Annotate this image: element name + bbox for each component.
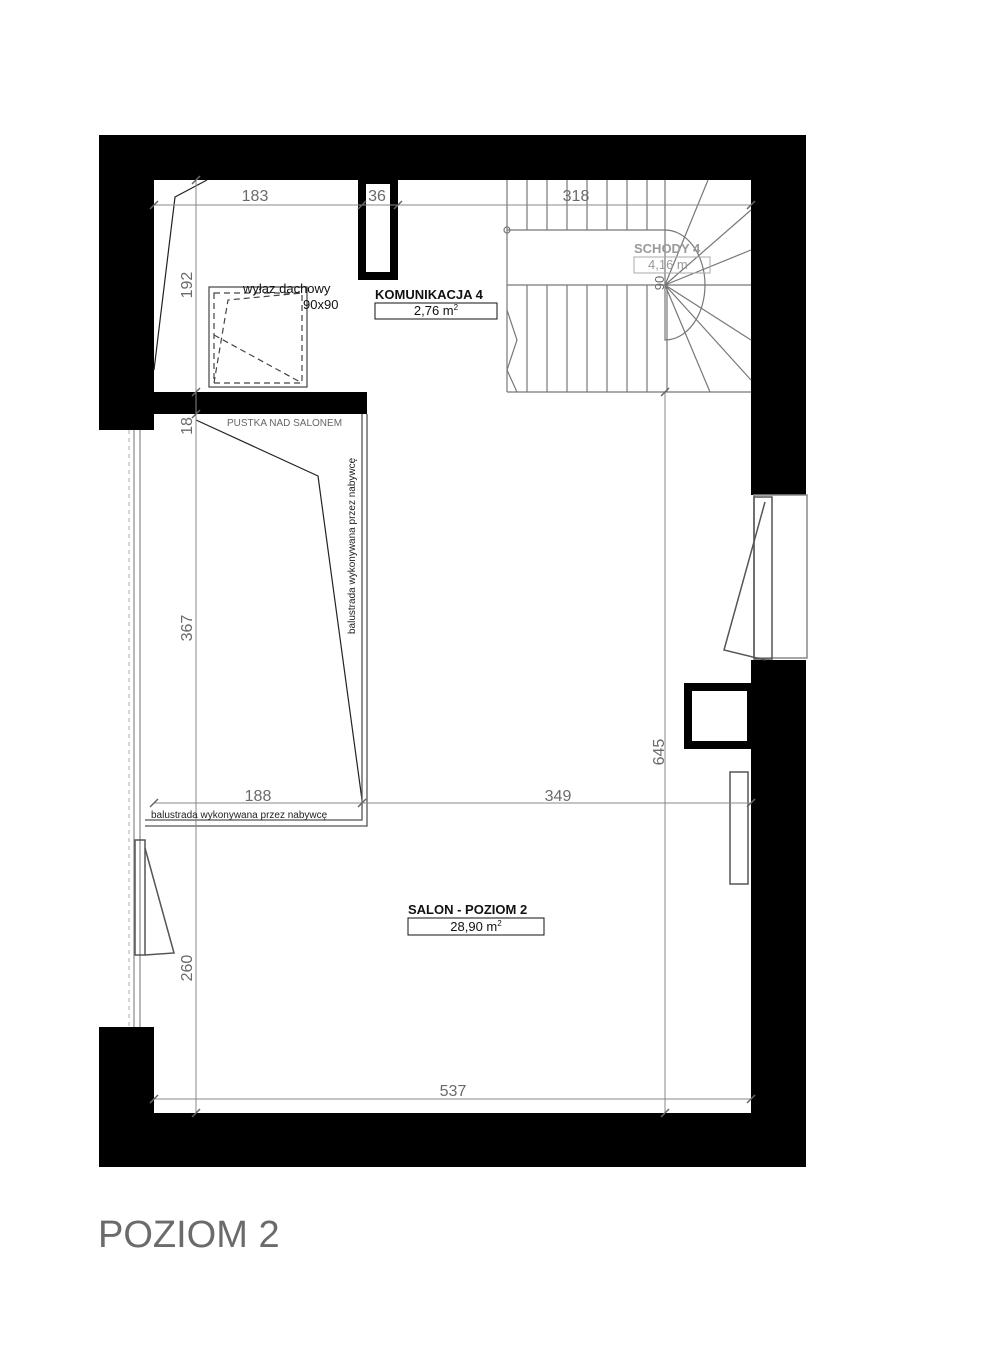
dim-mid-left: 188 [245,788,272,805]
dim-left-upper: 192 [179,272,196,299]
room-komunikacja-area-box [374,302,498,320]
room-salon-area-num: 28,90 m [450,919,497,934]
level-title: POZIOM 2 [98,1214,280,1256]
room-komunikacja-area-sup: 2 [454,303,459,312]
room-salon-area-box [407,917,545,936]
wall-left-upper [99,135,154,430]
room-komunikacja-area-num: 2,76 m [414,303,454,318]
dim-left-mid: 367 [179,615,196,642]
balustrade [145,414,368,827]
roof-hatch-size: 90x90 [303,297,338,312]
room-salon-area-sup: 2 [497,919,502,928]
walls [99,135,806,1167]
stairs [503,179,752,393]
room-schody-area: 4,16 m [648,257,688,272]
left-window [128,430,141,1027]
roof-hatch-label: wyłaz dachowy [242,281,331,296]
left-swing [134,839,175,956]
wall-right-lower [751,660,806,1167]
dimension-lines [154,180,751,1113]
partition-wall [154,392,367,414]
room-komunikacja-area: 2,76 m2 [414,303,459,318]
dim-bottom: 537 [440,1083,467,1100]
wall-right-upper [751,135,806,495]
right-window [723,494,808,885]
dimension-ticks [149,175,756,1118]
dim-left-lower: 260 [179,955,196,982]
wall-top [99,135,806,180]
dim-stair-small: 90 [652,276,667,290]
balustrade-vertical-label: balustrada wykonywana przez nabywcę [347,457,358,634]
chimney-top [358,176,398,280]
dim-top-mid: 36 [368,188,386,205]
balustrade-horizontal-label: balustrada wykonywana przez nabywcę [151,810,328,821]
dim-left-small: 18 [179,417,196,435]
room-salon-area: 28,90 m2 [450,919,502,934]
dim-top-left: 183 [242,188,269,205]
room-salon-name: SALON - POZIOM 2 [408,902,527,917]
roof-hatch [208,286,308,388]
chimney-right [684,683,755,749]
void-label: PUSTKA NAD SALONEM [227,418,342,429]
room-schody-area-box [633,256,711,274]
wall-bottom [99,1113,806,1167]
room-schody-name: SCHODY 4 [634,241,701,256]
dim-mid-right: 349 [545,788,572,805]
room-komunikacja-name: KOMUNIKACJA 4 [375,287,484,302]
dim-right-tall: 645 [651,739,668,766]
dim-top-right: 318 [563,188,590,205]
